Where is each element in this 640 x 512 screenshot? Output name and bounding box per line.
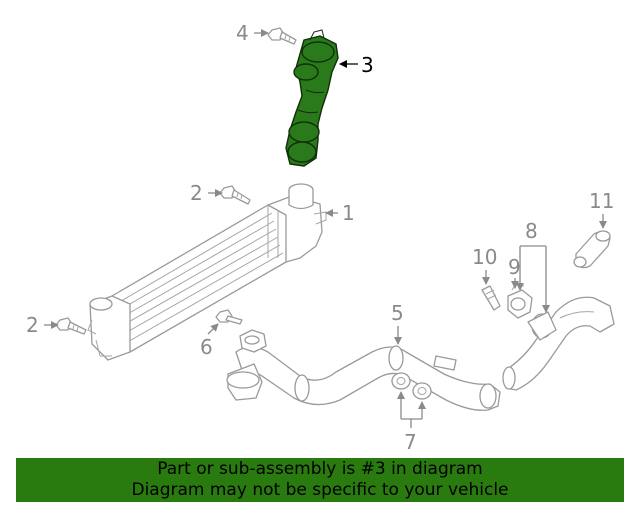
grommet-7-left-part bbox=[391, 372, 411, 390]
lower-hose-part bbox=[226, 329, 501, 411]
bolt-4-part bbox=[267, 27, 297, 45]
callout-2-lower: 2 bbox=[26, 313, 59, 337]
callout-5-label: 5 bbox=[391, 301, 404, 325]
callout-11: 11 bbox=[589, 189, 614, 229]
callout-5: 5 bbox=[391, 301, 404, 345]
callout-2-upper: 2 bbox=[190, 181, 223, 205]
info-banner: Part or sub-assembly is #3 in diagram Di… bbox=[16, 458, 624, 502]
callout-8: 8 bbox=[516, 219, 550, 313]
callout-6-label: 6 bbox=[200, 335, 213, 359]
bolt-2-upper-part bbox=[219, 185, 251, 205]
right-hose-assembly-part bbox=[502, 296, 615, 391]
bolt-6-part bbox=[215, 309, 243, 325]
callout-4: 4 bbox=[236, 21, 269, 45]
banner-line-1: Part or sub-assembly is #3 in diagram bbox=[157, 459, 483, 479]
callout-10: 10 bbox=[472, 245, 497, 285]
sensor-10-part bbox=[481, 285, 501, 311]
banner-line-2: Diagram may not be specific to your vehi… bbox=[131, 480, 509, 500]
callout-10-label: 10 bbox=[472, 245, 497, 269]
callout-6: 6 bbox=[200, 323, 219, 359]
callout-2-upper-label: 2 bbox=[190, 181, 203, 205]
callout-9: 9 bbox=[508, 255, 521, 289]
callout-11-label: 11 bbox=[589, 189, 614, 213]
callout-4-label: 4 bbox=[236, 21, 249, 45]
upper-hose-part bbox=[285, 29, 339, 167]
callout-2-lower-label: 2 bbox=[26, 313, 39, 337]
callout-7: 7 bbox=[397, 391, 426, 454]
callout-1: 1 bbox=[325, 201, 355, 225]
callout-9-label: 9 bbox=[508, 255, 521, 279]
callout-3: 3 bbox=[339, 53, 374, 77]
bolt-2-lower-part bbox=[55, 317, 87, 335]
parts-diagram: 1 2 2 3 4 5 6 7 8 9 bbox=[26, 21, 615, 454]
callout-1-label: 1 bbox=[342, 201, 355, 225]
intercooler-part bbox=[87, 183, 327, 361]
grommet-7-right-part bbox=[412, 382, 432, 400]
small-hose-11-part bbox=[573, 230, 611, 269]
callout-3-label: 3 bbox=[361, 53, 374, 77]
callout-8-label: 8 bbox=[525, 219, 538, 243]
callout-7-label: 7 bbox=[404, 430, 417, 454]
